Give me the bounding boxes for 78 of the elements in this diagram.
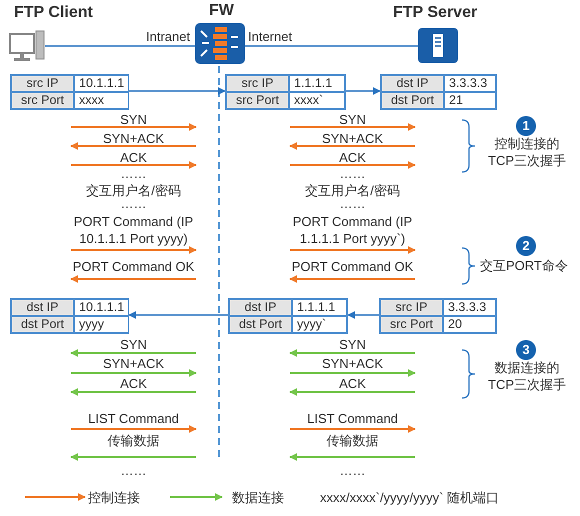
connector-line [245, 45, 418, 47]
node-heading: FW [209, 2, 234, 20]
message-text: …… [340, 463, 366, 478]
node-heading: FTP Client [14, 4, 93, 22]
message-text: …… [340, 196, 366, 211]
packet-header-table [380, 74, 497, 110]
message-text: SYN [339, 112, 366, 127]
message-text: LIST Command [88, 411, 179, 426]
packet-header-table [10, 74, 129, 110]
value-cell: xxxx` [289, 92, 345, 109]
value-cell: 21 [444, 92, 496, 109]
header-cell: dst IP [11, 299, 74, 316]
packet-header-table [379, 298, 497, 334]
header-cell: src IP [380, 299, 443, 316]
connector-line [45, 45, 195, 47]
value-cell: 10.1.1.1 [74, 75, 130, 92]
message-text: …… [120, 196, 146, 211]
message-text: PORT Command (IP 1.1.1.1 Port yyyy`) [292, 213, 414, 247]
step-caption: 交互PORT命令 [480, 258, 568, 273]
message-text: ACK [120, 150, 147, 165]
message-text: 交互用户名/密码 [305, 183, 400, 198]
header-cell: src Port [11, 92, 74, 109]
packet-header-table [228, 298, 348, 334]
header-cell: dst Port [11, 316, 74, 333]
message-text: ACK [120, 376, 147, 391]
message-text: SYN+ACK [322, 131, 384, 146]
value-cell: 10.1.1.1 [74, 299, 130, 316]
edge-label: Internet [248, 29, 292, 44]
arrow [347, 311, 379, 319]
message-text: ACK [339, 150, 366, 165]
value-cell: 20 [443, 316, 496, 333]
value-cell: 3.3.3.3 [443, 299, 496, 316]
legend-text: 数据连接 [232, 490, 284, 505]
note-text: xxxx/xxxx`/yyyy/yyyy` 随机端口 [320, 490, 500, 505]
edge-label: Intranet [146, 29, 190, 44]
message-text: …… [120, 463, 146, 478]
step-number-circle: 1 [516, 116, 536, 136]
step-number-circle: 2 [516, 236, 536, 256]
node-heading: FTP Server [393, 4, 478, 22]
value-cell: yyyy [74, 316, 130, 333]
header-cell: dst IP [381, 75, 444, 92]
message-text: 传输数据 [108, 433, 160, 448]
arrow [129, 87, 226, 95]
message-text: ACK [339, 376, 366, 391]
message-text: SYN [339, 337, 366, 352]
value-cell: 1.1.1.1 [289, 75, 345, 92]
message-text: SYN+ACK [322, 356, 384, 371]
message-text: PORT Command (IP 10.1.1.1 Port yyyy) [72, 213, 194, 247]
packet-header-table [10, 298, 129, 334]
message-text: LIST Command [307, 411, 398, 426]
message-text: PORT Command OK [72, 259, 194, 274]
step-caption: 控制连接的TCP三次握手 [487, 135, 567, 169]
header-cell: src IP [226, 75, 289, 92]
message-text: …… [340, 166, 366, 181]
message-text: 交互用户名/密码 [86, 183, 181, 198]
message-text: SYN+ACK [102, 131, 164, 146]
message-text: 传输数据 [326, 433, 378, 448]
value-cell: yyyy` [292, 316, 347, 333]
message-text: SYN [120, 112, 147, 127]
message-text: …… [120, 166, 146, 181]
header-cell: src Port [380, 316, 443, 333]
legend-text: 控制连接 [88, 490, 140, 505]
message-text: SYN+ACK [102, 356, 164, 371]
message-text: PORT Command OK [292, 259, 414, 274]
header-cell: dst Port [381, 92, 444, 109]
value-cell: xxxx [74, 92, 130, 109]
header-cell: src Port [226, 92, 289, 109]
packet-header-table [225, 74, 346, 110]
header-cell: src IP [11, 75, 74, 92]
step-number-circle: 3 [516, 340, 536, 360]
header-cell: dst Port [229, 316, 292, 333]
header-cell: dst IP [229, 299, 292, 316]
arrow [346, 87, 381, 95]
step-caption: 数据连接的TCP三次握手 [487, 359, 567, 393]
message-text: SYN [120, 337, 147, 352]
value-cell: 1.1.1.1 [292, 299, 347, 316]
value-cell: 3.3.3.3 [444, 75, 496, 92]
arrow [128, 311, 228, 319]
